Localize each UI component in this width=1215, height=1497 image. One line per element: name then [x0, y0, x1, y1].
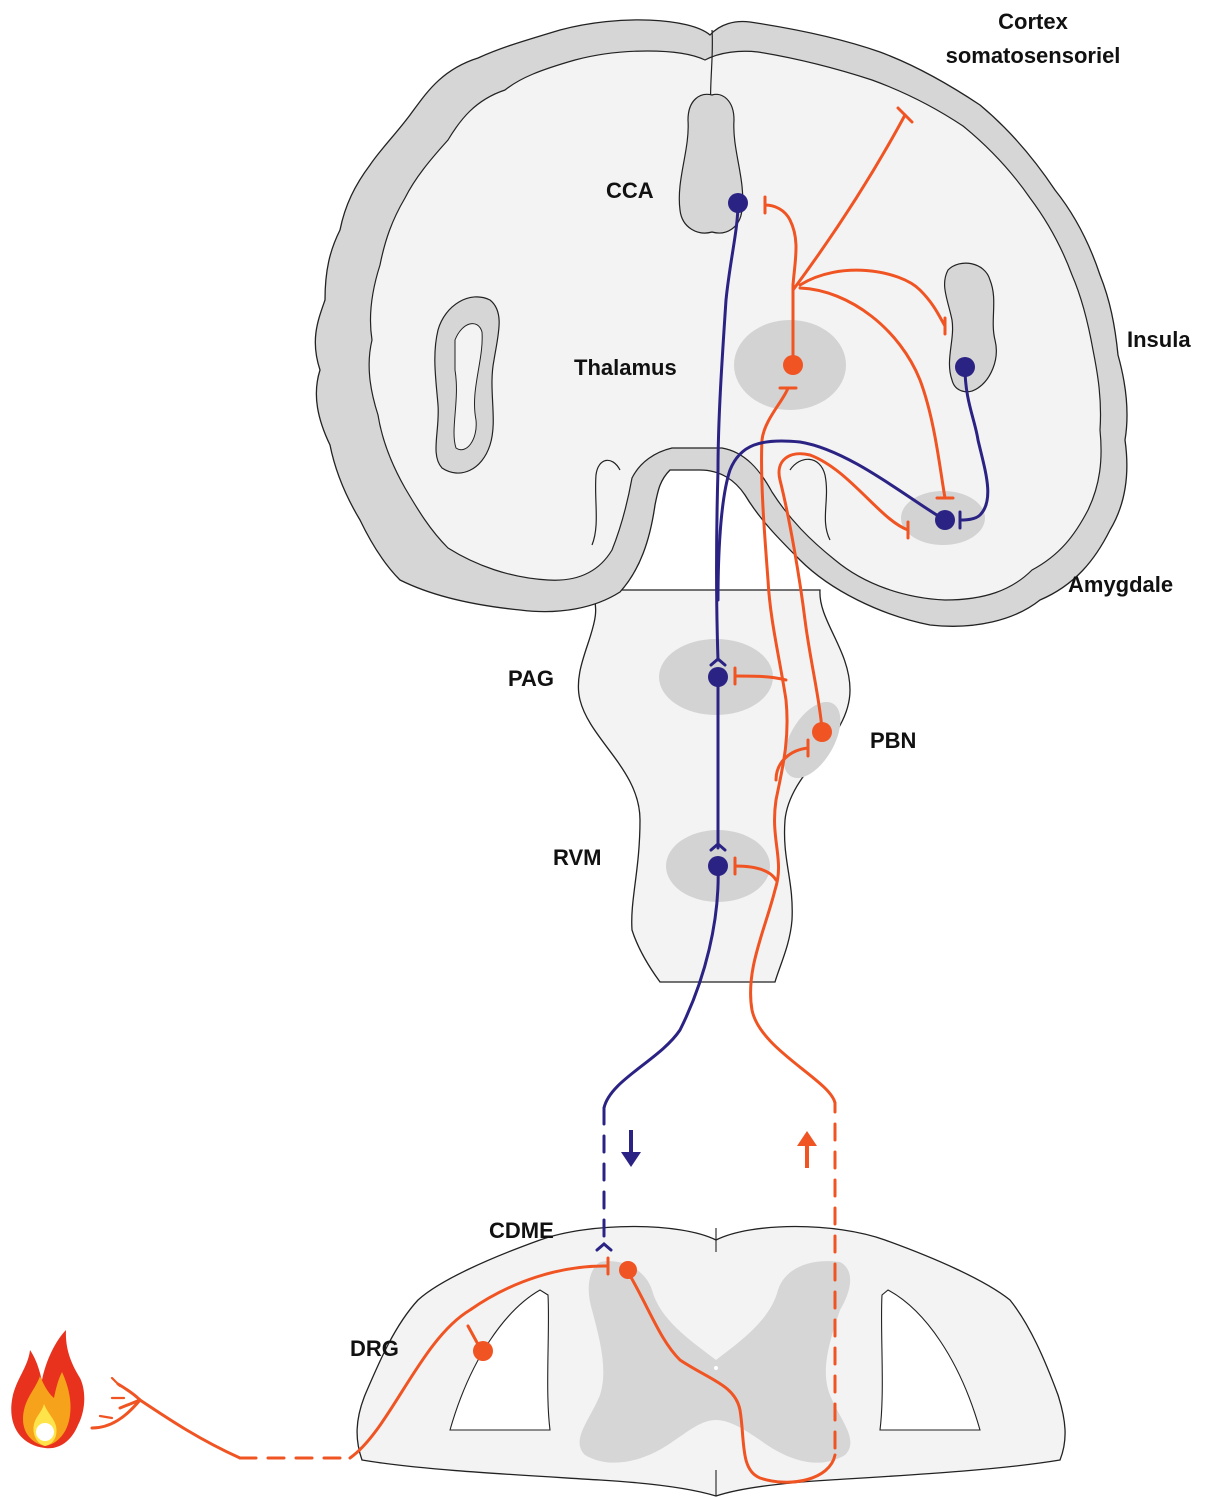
fire-icon	[11, 1330, 84, 1448]
down-arrow-icon	[621, 1130, 641, 1167]
label-thalamus: Thalamus	[574, 355, 677, 380]
brain	[315, 20, 1127, 982]
thalamus-neuron	[783, 355, 803, 375]
pag-neuron	[708, 667, 728, 687]
label-amygdale: Amygdale	[1068, 572, 1173, 597]
label-cdme: CDME	[489, 1218, 554, 1243]
label-pag: PAG	[508, 666, 554, 691]
label-cca: CCA	[606, 178, 654, 203]
label-cortex: Cortex	[998, 9, 1068, 34]
label-drg: DRG	[350, 1336, 399, 1361]
label-pbn: PBN	[870, 728, 916, 753]
up-arrow-icon	[797, 1131, 817, 1168]
rvm-neuron	[708, 856, 728, 876]
cingulate-fold	[679, 94, 742, 233]
dorsal-horn-neuron	[619, 1261, 637, 1279]
amygdala-neuron	[935, 510, 955, 530]
label-insula: Insula	[1127, 327, 1191, 352]
insula-neuron	[955, 357, 975, 377]
pbn-neuron	[812, 722, 832, 742]
label-somatosensoriel: somatosensoriel	[946, 43, 1121, 68]
spinal-cord-section	[357, 1227, 1065, 1497]
cca-neuron	[728, 193, 748, 213]
drg-neuron	[473, 1341, 493, 1361]
peripheral-afferent	[140, 1400, 240, 1458]
label-rvm: RVM	[553, 845, 602, 870]
